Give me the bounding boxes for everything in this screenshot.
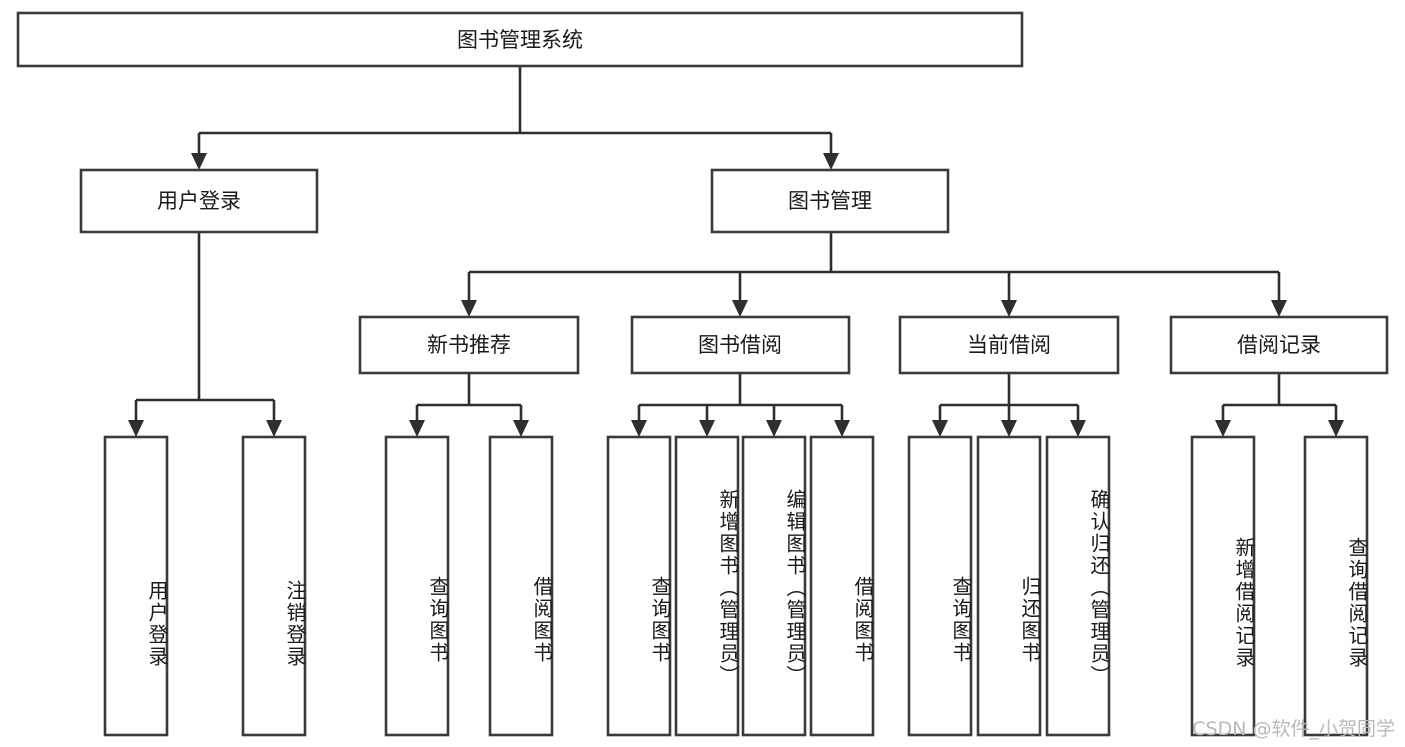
node-borrow-record-label: 借阅记录 [1237,333,1321,357]
leaf-box-group [103,435,1369,737]
leaf-box[interactable] [488,435,554,737]
node-current-borrow-label: 当前借阅 [967,333,1051,357]
node-root-label: 图书管理系统 [457,28,583,52]
connector-current-to-leaves [932,373,1086,437]
leaf-box[interactable] [1303,435,1369,737]
connector-bookmgmt-to-level2 [461,232,1287,317]
node-book-borrow[interactable]: 图书借阅 [630,315,851,375]
node-book-management[interactable]: 图书管理 [710,168,950,234]
leaf-box[interactable] [674,435,740,737]
leaf-box[interactable] [1045,435,1111,737]
connector-root-to-level1 [191,66,839,170]
connector-borrow-to-leaves [631,373,850,437]
csdn-watermark: CSDN @软件_小贺同学 [1192,718,1395,740]
node-root[interactable]: 图书管理系统 [16,11,1024,68]
connector-userlogin-to-leaves [128,232,282,437]
leaf-box[interactable] [1190,435,1256,737]
node-new-book-recommend-label: 新书推荐 [427,333,511,357]
node-current-borrow[interactable]: 当前借阅 [898,315,1120,375]
leaf-box[interactable] [907,435,973,737]
leaf-box[interactable] [606,435,672,737]
leaf-box[interactable] [809,435,875,737]
leaf-box[interactable] [976,435,1042,737]
leaf-box[interactable] [384,435,450,737]
node-user-login-label: 用户登录 [157,189,241,213]
node-book-borrow-label: 图书借阅 [698,333,782,357]
node-new-book-recommend[interactable]: 新书推荐 [358,315,580,375]
leaf-box[interactable] [241,435,307,737]
connector-record-to-leaves [1215,373,1344,437]
node-borrow-record[interactable]: 借阅记录 [1169,315,1389,375]
leaf-box[interactable] [741,435,807,737]
node-book-management-label: 图书管理 [788,189,872,213]
node-user-login[interactable]: 用户登录 [79,168,319,234]
connector-newbook-to-leaves [409,373,529,437]
leaf-box[interactable] [103,435,169,737]
